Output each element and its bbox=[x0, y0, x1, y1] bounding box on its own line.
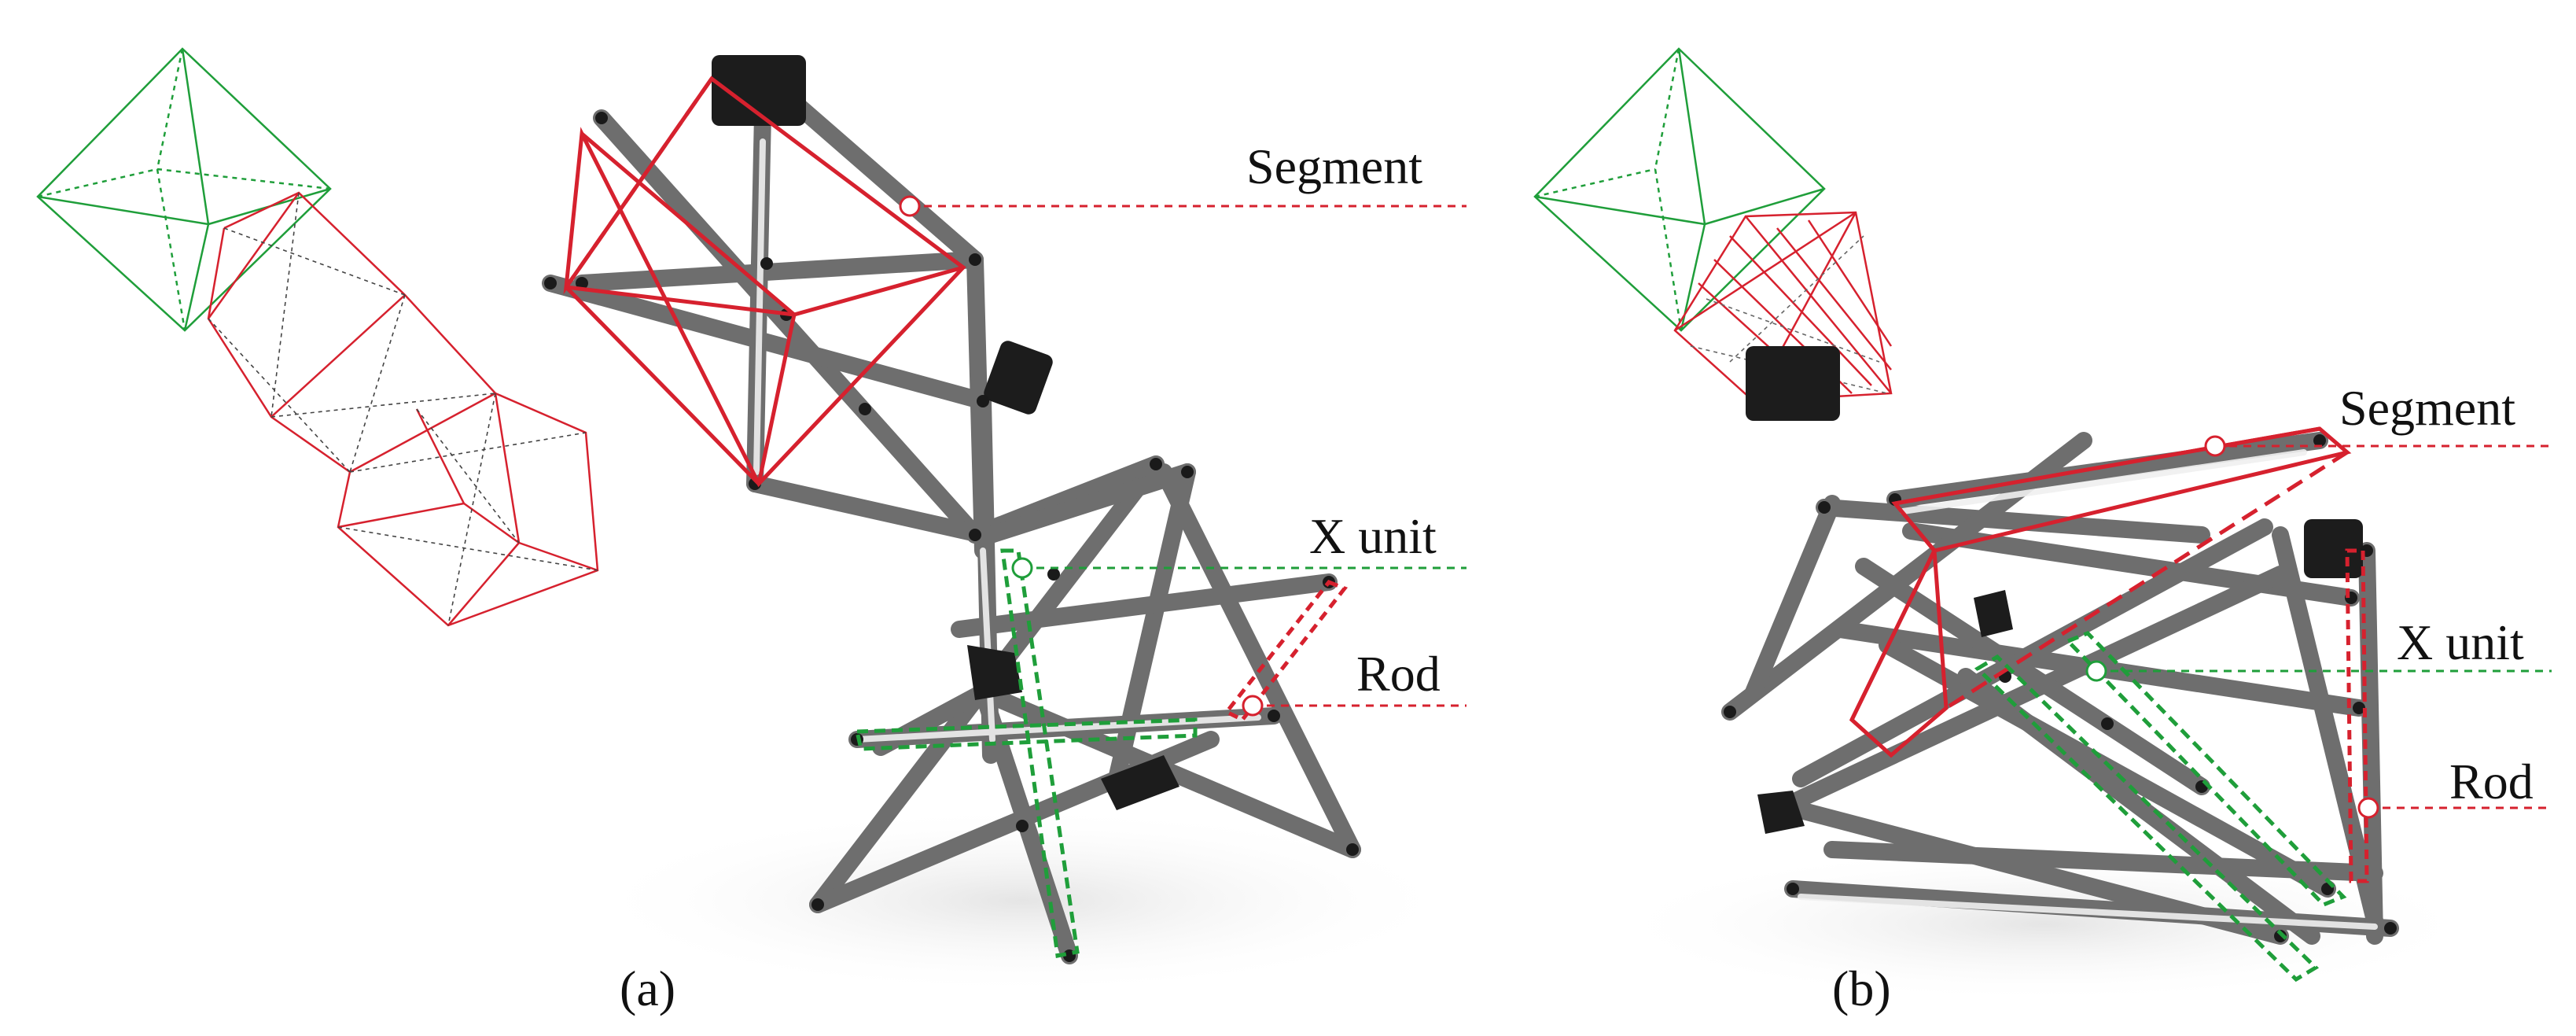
label-xunit-a: X unit bbox=[1309, 508, 1437, 564]
panel-a-illustration bbox=[36, 47, 1466, 995]
joint-bracket-icon bbox=[1101, 755, 1179, 810]
xunit-callout-marker bbox=[1011, 557, 1033, 579]
motor-icon bbox=[712, 55, 806, 126]
caption-a: (a) bbox=[620, 960, 676, 1016]
label-xunit-b: X unit bbox=[2397, 614, 2524, 670]
wireframe-schematic-b bbox=[1533, 47, 1893, 403]
segment-callout-marker bbox=[2204, 435, 2226, 457]
wireframe-green-octahedron bbox=[36, 47, 332, 332]
panel-b-illustration bbox=[1533, 47, 2552, 1003]
label-rod-a: Rod bbox=[1356, 646, 1441, 702]
robot-a-segment-outline bbox=[563, 76, 966, 488]
motor-icon bbox=[984, 341, 1053, 415]
robot-b bbox=[1604, 346, 2485, 1003]
caption-b: (b) bbox=[1832, 960, 1891, 1016]
robot-b-xunit-outline bbox=[1974, 631, 2347, 983]
joint-bracket-icon bbox=[1974, 590, 2013, 637]
robot-a-rod-outline bbox=[1224, 579, 1349, 723]
panel-a: Segment X unit Rod (a) bbox=[36, 47, 1466, 1016]
wireframe-red-segments bbox=[207, 191, 599, 627]
wireframe-schematic-a bbox=[36, 47, 599, 627]
xunit-callout-marker bbox=[2085, 660, 2107, 682]
robot-b-rod-outline bbox=[2345, 548, 2369, 883]
robot-a-xunit-outline bbox=[854, 548, 1198, 958]
wireframe-green-octahedron bbox=[1533, 47, 1826, 332]
robot-a bbox=[542, 55, 1463, 995]
rod-callout-marker bbox=[2357, 797, 2379, 819]
robot-b-motors bbox=[1746, 346, 2363, 834]
wireframe-inner-lines bbox=[208, 192, 598, 626]
label-segment-b: Segment bbox=[2339, 380, 2515, 436]
callouts-b bbox=[2085, 435, 2552, 819]
joint-bracket-icon bbox=[967, 645, 1022, 700]
rod-callout-marker bbox=[1242, 695, 1264, 717]
joint-bracket-icon bbox=[1757, 791, 1805, 834]
robot-b-segment-outline bbox=[1849, 426, 2352, 758]
robot-a-joints bbox=[544, 112, 1359, 962]
label-rod-b: Rod bbox=[2449, 754, 2534, 809]
robot-a-motors bbox=[712, 55, 1179, 810]
segment-callout-marker bbox=[899, 195, 921, 217]
motor-icon bbox=[1746, 346, 1840, 421]
wireframe-inner-lines bbox=[1690, 235, 1888, 394]
callouts-a bbox=[899, 195, 1466, 717]
label-segment-a: Segment bbox=[1246, 138, 1422, 194]
panel-b: Segment X unit Rod (b) bbox=[1494, 0, 2576, 1036]
